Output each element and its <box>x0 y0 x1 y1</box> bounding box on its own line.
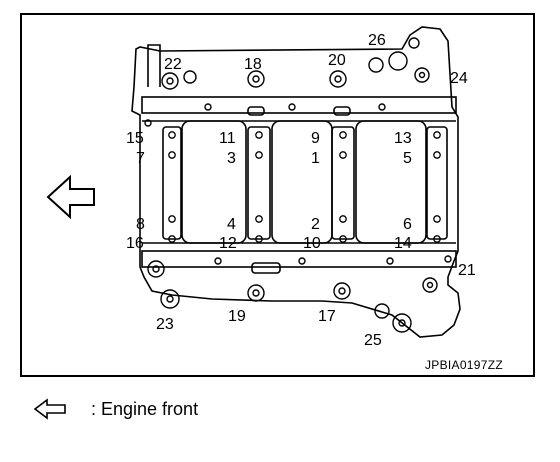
cap-bolts <box>168 131 441 243</box>
callout-9: 9 <box>311 130 320 147</box>
block-outline <box>131 26 461 338</box>
legend: : Engine front <box>33 394 198 424</box>
callout-8: 8 <box>136 216 145 233</box>
legend-text: : Engine front <box>91 398 199 419</box>
diagram-frame: 22 18 20 26 24 15 7 11 3 9 1 13 5 8 16 4… <box>20 13 535 377</box>
callout-18: 18 <box>244 56 262 73</box>
callout-14: 14 <box>394 235 412 252</box>
upper-rail <box>141 96 457 114</box>
callout-2: 2 <box>311 216 320 233</box>
bearing-cap-4 <box>426 126 448 240</box>
callout-26: 26 <box>368 32 386 49</box>
callout-13: 13 <box>394 130 412 147</box>
callout-5: 5 <box>403 150 412 167</box>
bearing-cap-3 <box>331 126 355 240</box>
cylinder-block-diagram: 22 18 20 26 24 15 7 11 3 9 1 13 5 8 16 4… <box>46 26 476 349</box>
callout-17: 17 <box>318 308 336 325</box>
lower-rail <box>141 250 457 268</box>
left-boss <box>147 44 161 87</box>
callout-16: 16 <box>126 235 144 252</box>
callout-20: 20 <box>328 52 346 69</box>
reference-code: JPBIA0197ZZ <box>424 358 503 372</box>
callout-6: 6 <box>403 216 412 233</box>
bearing-cap-2 <box>247 126 271 240</box>
callout-21: 21 <box>458 262 476 279</box>
callout-15: 15 <box>126 130 144 147</box>
callout-19: 19 <box>228 308 246 325</box>
callout-1: 1 <box>311 150 320 167</box>
callout-24: 24 <box>450 70 468 87</box>
callout-22: 22 <box>164 56 182 73</box>
callout-10: 10 <box>303 235 321 252</box>
callout-23: 23 <box>156 316 174 333</box>
callout-3: 3 <box>227 150 236 167</box>
engine-front-arrow-icon <box>46 174 95 220</box>
outline-left-arrow-icon <box>33 398 66 420</box>
bolt-holes <box>144 37 452 333</box>
bearing-cap-1 <box>162 126 182 240</box>
callout-25: 25 <box>364 332 382 349</box>
callout-7: 7 <box>136 150 145 167</box>
callout-12: 12 <box>219 235 237 252</box>
callout-11: 11 <box>219 130 236 147</box>
callout-4: 4 <box>227 216 236 233</box>
